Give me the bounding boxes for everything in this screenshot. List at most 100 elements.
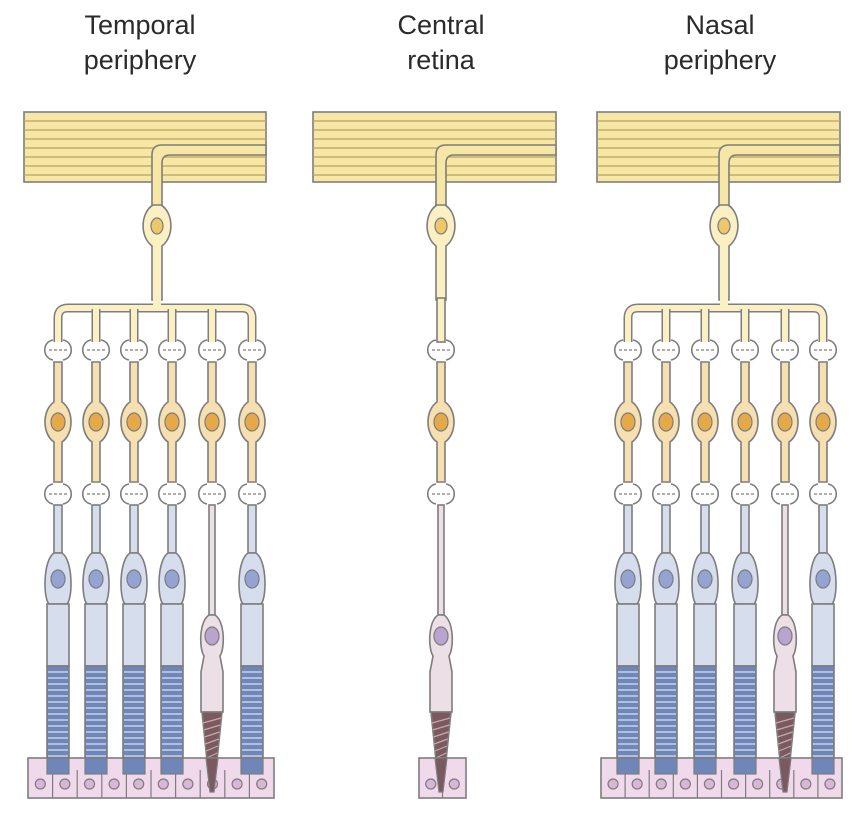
rod-outer-tip <box>733 757 757 775</box>
synapse-arc <box>730 339 741 361</box>
synapse-arc <box>632 483 643 505</box>
rod-outer-tip <box>84 757 108 775</box>
cone-disc <box>431 717 451 724</box>
synapse-arc <box>749 339 760 361</box>
rod-nucleus <box>658 569 674 589</box>
cone-disc <box>203 724 221 731</box>
retina-column <box>690 339 720 775</box>
pe-nucleus <box>800 778 812 790</box>
cone-disc <box>435 752 447 759</box>
synapse-arc <box>197 483 208 505</box>
rod-nucleus <box>50 569 66 589</box>
retina-panel-0 <box>23 111 275 799</box>
synapse-arc <box>81 339 92 361</box>
pe-nucleus <box>703 778 716 790</box>
panel-title-nasal: Nasal periphery <box>663 10 777 75</box>
synapse-arc <box>62 483 73 505</box>
rod-nucleus <box>164 569 180 589</box>
bipolar-nucleus <box>658 412 674 432</box>
retina-column <box>651 339 681 775</box>
retina-column <box>770 339 800 791</box>
rod-nucleus <box>244 569 260 589</box>
cone-disc <box>775 717 795 724</box>
pe-nucleus <box>631 778 643 790</box>
rod-outer-tip <box>811 757 835 775</box>
synapse-arc <box>237 339 248 361</box>
rod-inner-segment <box>240 603 264 667</box>
ganglion-dendrite <box>436 297 446 343</box>
pe-nucleus <box>448 778 460 790</box>
pe-nucleus <box>108 778 120 790</box>
synapse-arc <box>216 483 227 505</box>
cone-fiber <box>781 504 789 616</box>
synapse-arc <box>216 339 227 361</box>
rod-outer-tip <box>160 757 184 775</box>
bipolar-nucleus <box>815 412 831 432</box>
rod-inner-segment <box>654 603 678 667</box>
rod-inner-segment <box>122 603 146 667</box>
pe-nucleus <box>34 778 46 790</box>
cone-disc <box>777 731 793 738</box>
rod-nucleus <box>737 569 753 589</box>
rod-nucleus <box>620 569 636 589</box>
synapse-arc <box>827 483 838 505</box>
retina-column <box>43 339 73 775</box>
bipolar-nucleus <box>777 412 793 432</box>
rod-inner-fiber <box>129 504 139 554</box>
synapse-arc <box>808 339 819 361</box>
rod-inner-segment <box>693 603 717 667</box>
synapse-arc <box>43 339 54 361</box>
cone-disc <box>778 738 792 745</box>
synapse-arc <box>651 483 662 505</box>
cone-nucleus <box>777 626 793 646</box>
synapse-arc <box>81 483 92 505</box>
synapse-arc <box>770 483 781 505</box>
pe-nucleus <box>59 778 71 790</box>
rod-inner-fiber <box>623 504 633 554</box>
ganglion-cell <box>426 204 456 301</box>
rod-inner-segment <box>811 603 835 667</box>
pe-nucleus <box>133 778 145 790</box>
pe-nucleus <box>256 778 268 790</box>
pe-nucleus <box>607 778 619 790</box>
cone-disc <box>432 724 450 731</box>
rod-inner-fiber <box>818 504 828 554</box>
bipolar-nucleus <box>697 412 713 432</box>
synapse-arc <box>176 483 187 505</box>
pe-nucleus <box>655 778 667 790</box>
synapse-arc <box>690 483 701 505</box>
bipolar-nucleus <box>50 412 66 432</box>
synapse-arc <box>670 339 681 361</box>
rod-inner-fiber <box>167 504 177 554</box>
cone-disc <box>434 745 448 752</box>
synapse-arc <box>100 483 111 505</box>
retina-column <box>426 339 456 791</box>
cone-disc <box>779 752 791 759</box>
cone-disc <box>434 738 448 745</box>
synapse-arc <box>789 339 800 361</box>
rod-outer-tip <box>654 757 678 775</box>
ganglion-nucleus <box>434 217 448 235</box>
cone-disc <box>206 752 218 759</box>
synapse-arc <box>256 483 267 505</box>
bipolar-nucleus <box>244 412 260 432</box>
cone-disc <box>205 738 219 745</box>
bipolar-nucleus <box>164 412 180 432</box>
synapse-arc <box>237 483 248 505</box>
bipolar-nucleus <box>88 412 104 432</box>
synapse-arc <box>445 483 456 505</box>
rod-nucleus <box>815 569 831 589</box>
synapse-arc <box>651 339 662 361</box>
synapse-arc <box>43 483 54 505</box>
synapse-arc <box>808 483 819 505</box>
ganglion-dendrite <box>55 305 255 342</box>
retina-column <box>808 339 838 775</box>
rod-nucleus <box>126 569 142 589</box>
cone-nucleus <box>204 626 220 646</box>
synapse-arc <box>197 339 208 361</box>
bipolar-nucleus <box>126 412 142 432</box>
synapse-arc <box>176 339 187 361</box>
synapse-arc <box>445 339 456 361</box>
panel-title-central: Central retina <box>397 10 485 75</box>
